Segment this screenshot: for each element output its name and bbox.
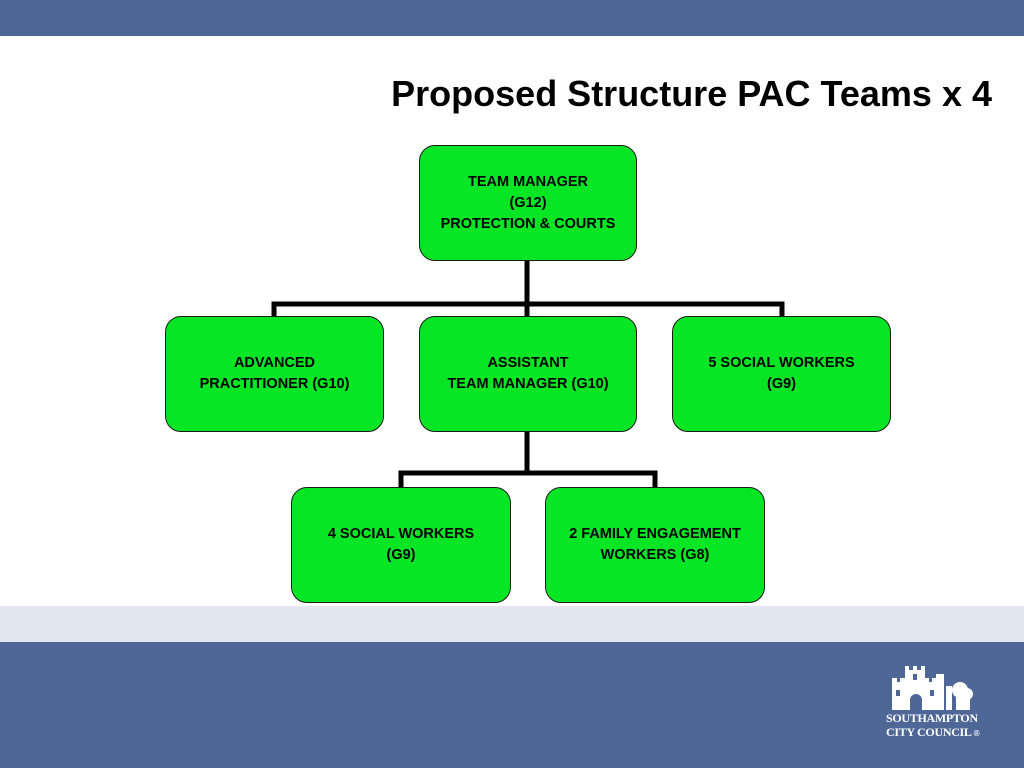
advanced-practitioner-line-2: PRACTITIONER (G10) — [199, 376, 350, 392]
family-engagement-workers-line-2: WORKERS (G8) — [600, 547, 710, 563]
assistant-team-manager-line-2: TEAM MANAGER (G10) — [447, 376, 609, 392]
footer-band — [0, 642, 1024, 768]
advanced-practitioner-line-1: ADVANCED — [233, 355, 316, 371]
logo-text-line-2-wrap: CITY COUNCIL ® — [886, 726, 986, 740]
assistant-team-manager-box: ASSISTANT TEAM MANAGER (G10) — [419, 316, 637, 432]
logo-text-line-2: CITY COUNCIL — [886, 725, 971, 739]
advanced-practitioner-box: ADVANCED PRACTITIONER (G10) — [165, 316, 384, 432]
team-manager-line-2: (G12) — [509, 195, 547, 211]
five-social-workers-line-2: (G9) — [767, 376, 796, 392]
five-social-workers-line-1: 5 SOCIAL WORKERS — [708, 355, 855, 371]
team-manager-line-3: PROTECTION & COURTS — [440, 216, 616, 232]
registered-mark: ® — [973, 729, 980, 738]
connector-assistant-to-level3 — [398, 428, 658, 491]
family-engagement-workers-line-1: 2 FAMILY ENGAGEMENT — [569, 526, 741, 542]
team-manager-box: TEAM MANAGER (G12) PROTECTION & COURTS — [419, 145, 637, 261]
four-social-workers-line-1: 4 SOCIAL WORKERS — [327, 526, 475, 542]
southampton-city-council-logo: SOUTHAMPTON CITY COUNCIL ® — [886, 660, 986, 748]
family-engagement-workers-box: 2 FAMILY ENGAGEMENT WORKERS (G8) — [545, 487, 765, 603]
logo-text-line-1: SOUTHAMPTON — [886, 711, 978, 725]
footer-light-band — [0, 606, 1024, 642]
five-social-workers-box: 5 SOCIAL WORKERS (G9) — [672, 316, 891, 432]
four-social-workers-line-2: (G9) — [386, 547, 416, 563]
castle-tower-icon — [892, 666, 973, 710]
top-header-band — [0, 0, 1024, 36]
assistant-team-manager-line-1: ASSISTANT — [487, 355, 569, 371]
four-social-workers-box: 4 SOCIAL WORKERS (G9) — [291, 487, 511, 603]
slide-title: Proposed Structure PAC Teams x 4 — [391, 73, 992, 114]
team-manager-line-1: TEAM MANAGER — [467, 174, 589, 190]
connector-root-to-level2 — [271, 257, 785, 320]
